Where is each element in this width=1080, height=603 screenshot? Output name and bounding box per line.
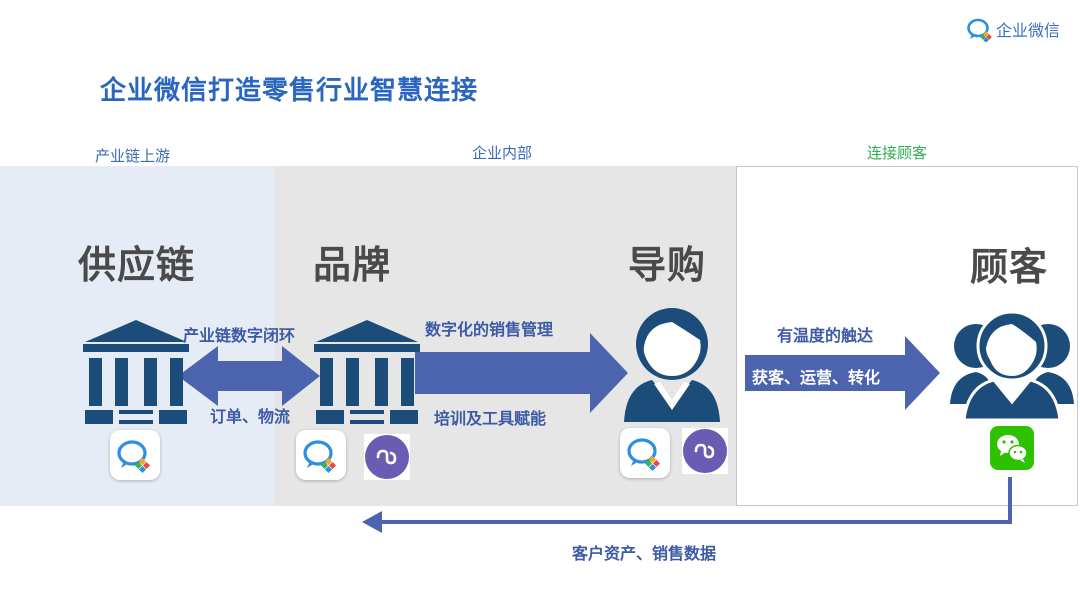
flow-label-feedback: 客户资产、销售数据 — [572, 544, 717, 563]
double-arrow-supply-brand — [178, 346, 320, 406]
flow-label-digital-sales: 数字化的销售管理 — [425, 320, 554, 339]
feedback-arrowhead — [362, 511, 382, 533]
customer-group-icon — [950, 310, 1074, 420]
feedback-line — [380, 477, 1012, 524]
section-label-customer: 连接顾客 — [867, 144, 928, 162]
arrow-brand-to-guide — [415, 333, 628, 413]
wework-app-icon — [296, 430, 346, 480]
brand-logo: 企业微信 — [966, 16, 1060, 42]
wework-logo-icon — [967, 18, 992, 42]
flow-label-closed-loop: 产业链数字闭环 — [183, 326, 296, 345]
brand-name: 企业微信 — [996, 21, 1061, 40]
flow-label-training-tools: 培训及工具赋能 — [434, 409, 547, 428]
mini-program-icon — [682, 428, 728, 474]
section-label-internal: 企业内部 — [472, 144, 533, 162]
section-label-upstream: 产业链上游 — [95, 147, 171, 165]
node-brand: 品牌 — [313, 243, 392, 287]
flow-label-orders-logistics: 订单、物流 — [210, 407, 291, 426]
node-customer: 顾客 — [970, 245, 1049, 289]
mini-program-icon — [364, 434, 410, 480]
flow-label-acquire-operate-convert: 获客、运营、转化 — [752, 368, 881, 387]
node-supply-chain: 供应链 — [78, 243, 196, 287]
institution-building-icon — [314, 320, 420, 424]
wework-app-icon — [620, 428, 670, 478]
arrow-guide-to-customer — [745, 336, 940, 410]
wechat-icon — [990, 426, 1034, 470]
flow-label-warm-touch: 有温度的触达 — [777, 326, 874, 345]
page-title: 企业微信打造零售行业智慧连接 — [100, 76, 479, 106]
institution-building-icon — [83, 320, 189, 424]
node-guide: 导购 — [628, 243, 707, 287]
person-icon — [624, 308, 720, 422]
wework-app-icon — [110, 430, 160, 480]
